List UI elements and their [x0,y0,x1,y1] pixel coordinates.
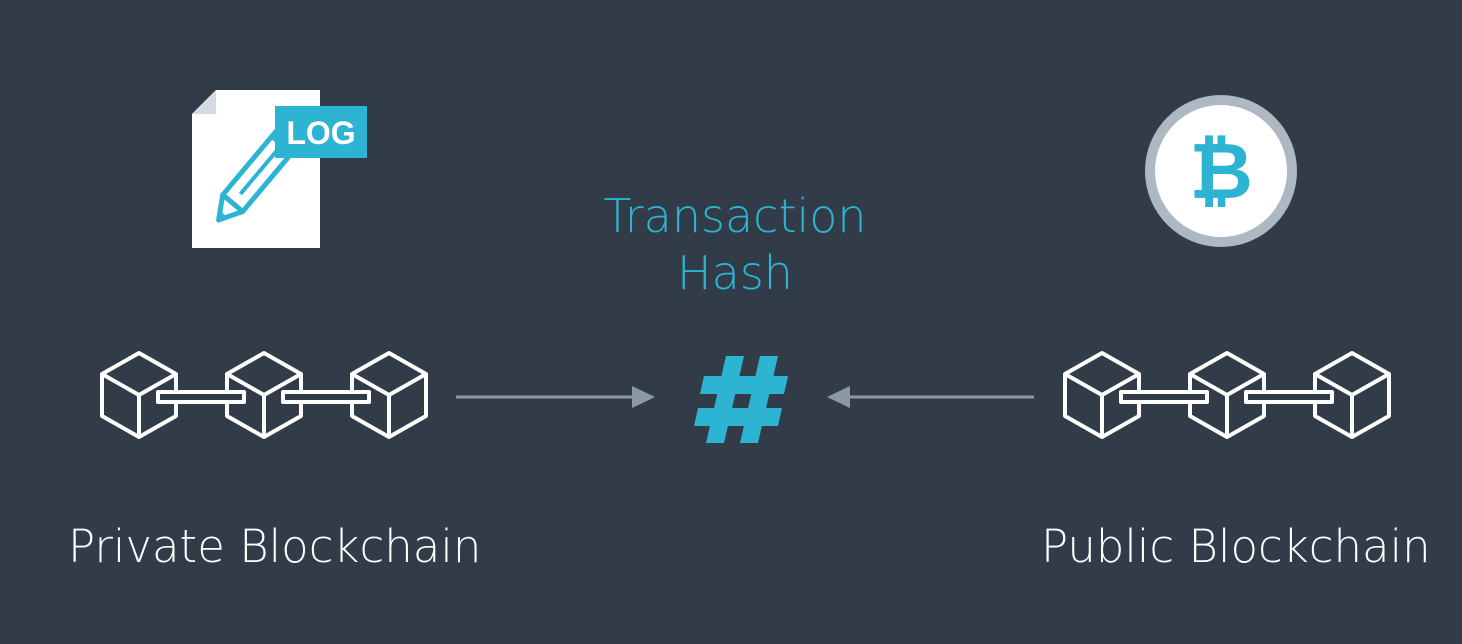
block-cube-icon [1063,351,1141,439]
block-cube-icon [100,351,178,439]
bitcoin-coin-icon: ₿ [1140,90,1302,252]
log-document-icon: LOG [186,82,371,254]
bitcoin-symbol: ₿ [1189,127,1253,217]
chain-link [156,390,371,404]
block-cube-icon [1188,351,1266,439]
private-blockchain-label: Private Blockchain [68,520,482,573]
transaction-hash-title: Transaction Hash [560,188,910,302]
chain-link [1119,390,1334,404]
public-blockchain-graphic [1055,345,1400,445]
block-cube-icon [1313,351,1391,439]
transaction-hash-line1: Transaction [603,189,867,243]
block-cube-icon [350,351,428,439]
hash-icon [690,352,795,447]
public-blockchain-label: Public Blockchain [1041,520,1431,573]
transaction-hash-line2: Hash [677,246,793,300]
block-cube-icon [225,351,303,439]
arrow-right-icon [450,382,665,412]
arrow-left-icon [818,382,1040,412]
private-blockchain-graphic [92,345,437,445]
log-badge-text: LOG [286,115,355,151]
